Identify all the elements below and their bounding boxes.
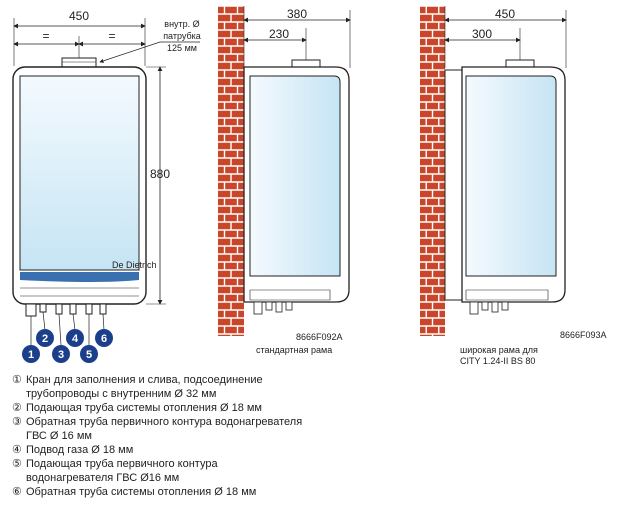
pipe-note-line1: внутр. Ø bbox=[164, 19, 199, 29]
side-view-standard: 380 230 8666F092A стандартная рама bbox=[218, 5, 351, 355]
boiler-dimension-diagram: 450 = = внутр. Ø патрубка 125 мм De Diet… bbox=[12, 5, 607, 366]
svg-text:4: 4 bbox=[72, 333, 79, 345]
connector-badge-2: 2 bbox=[36, 329, 54, 347]
svg-text:1: 1 bbox=[28, 349, 34, 361]
brick-wall-fill bbox=[420, 6, 445, 336]
connector-badge-1: 1 bbox=[22, 345, 40, 363]
brick-wall-left bbox=[218, 5, 244, 336]
half-right-label: = bbox=[108, 29, 115, 43]
brick-wall-fill bbox=[218, 6, 244, 336]
wide-caption-line1: широкая рама для bbox=[460, 345, 538, 355]
standard-caption: стандартная рама bbox=[256, 345, 332, 355]
half-left-label: = bbox=[42, 29, 49, 43]
standard-depth-dimension: 380 bbox=[287, 7, 307, 21]
svg-text:3: 3 bbox=[58, 349, 64, 361]
connector-badge-6: 6 bbox=[95, 329, 113, 347]
wide-caption-line2: CITY 1.24-II BS 80 bbox=[460, 356, 535, 366]
side-view-wide: 450 300 8666F093A широкая рама для CITY … bbox=[420, 5, 607, 366]
standard-flue-dimension: 230 bbox=[269, 27, 289, 41]
front-view: 450 = = внутр. Ø патрубка 125 мм De Diet… bbox=[12, 9, 201, 363]
wide-depth-dimension: 450 bbox=[495, 7, 515, 21]
standard-code: 8666F092A bbox=[296, 332, 343, 342]
brand-logo-text: De Dietrich bbox=[112, 260, 157, 270]
connector-badge-5: 5 bbox=[80, 345, 98, 363]
svg-text:5: 5 bbox=[86, 349, 92, 361]
svg-text:6: 6 bbox=[101, 333, 107, 345]
wide-flue-dimension: 300 bbox=[472, 27, 492, 41]
svg-text:2: 2 bbox=[42, 333, 48, 345]
connector-badge-3: 3 bbox=[52, 345, 70, 363]
width-dimension-label: 450 bbox=[69, 9, 89, 23]
pipe-note-line2: патрубка bbox=[163, 31, 201, 41]
brick-wall-right bbox=[420, 5, 445, 336]
wide-code: 8666F093A bbox=[560, 330, 607, 340]
pipe-note-line3: 125 мм bbox=[167, 43, 197, 53]
height-dimension-label: 880 bbox=[150, 167, 170, 181]
connector-badge-4: 4 bbox=[66, 329, 84, 347]
